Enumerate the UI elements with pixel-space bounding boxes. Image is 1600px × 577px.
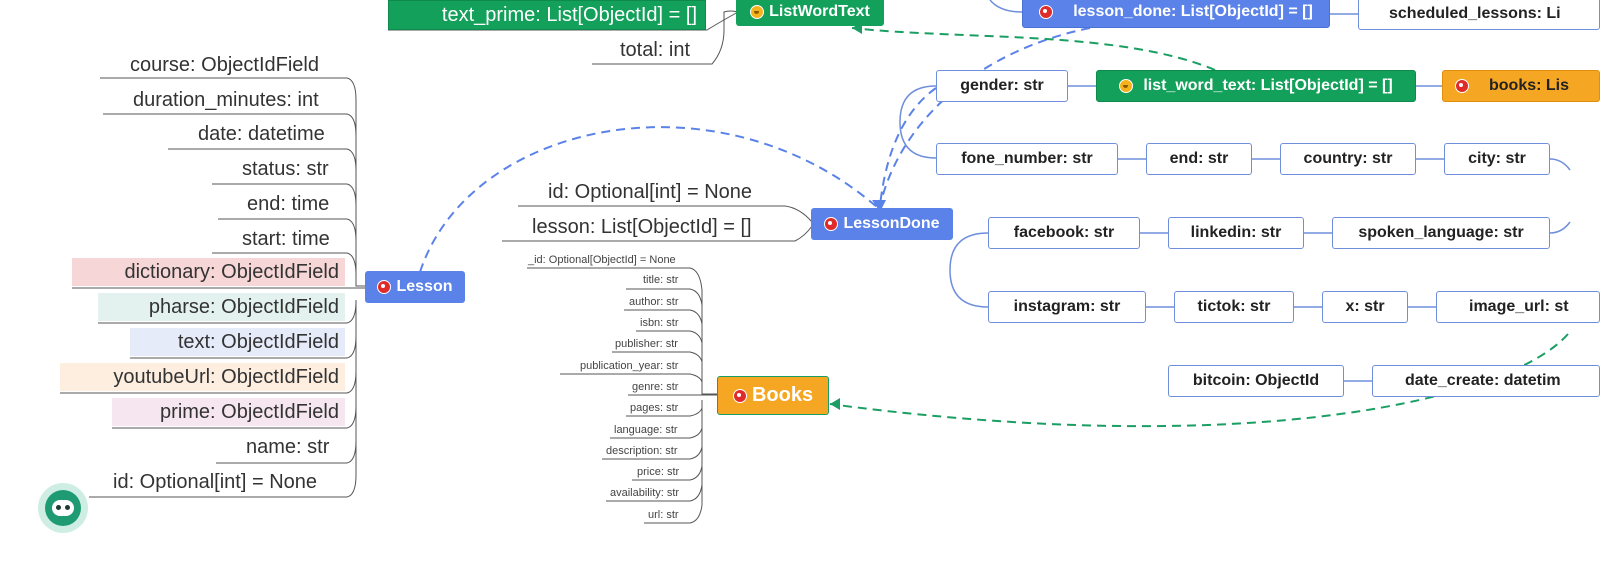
field-fone-number[interactable]: fone_number: str xyxy=(936,143,1118,175)
field-tictok-label: tictok: str xyxy=(1197,298,1271,315)
lesson-field-pharse[interactable]: pharse: ObjectIdField xyxy=(98,293,345,321)
node-lesson-label: Lesson xyxy=(396,278,453,295)
field-x[interactable]: x: str xyxy=(1322,291,1408,323)
field-scheduled-lessons[interactable]: scheduled_lessons: Li xyxy=(1358,0,1600,30)
books-field-url[interactable]: url: str xyxy=(648,509,679,521)
field-books-list-label: books: Lis xyxy=(1489,77,1570,94)
lesson-field-course[interactable]: course: ObjectIdField xyxy=(130,54,319,76)
field-spoken-language-label: spoken_language: str xyxy=(1358,224,1524,241)
lesson-field-end[interactable]: end: time xyxy=(247,193,330,215)
field-tictok[interactable]: tictok: str xyxy=(1174,291,1294,323)
books-field-language[interactable]: language: str xyxy=(614,424,678,436)
books-field-pages[interactable]: pages: str xyxy=(630,402,679,414)
field-lesson-done-list[interactable]: lesson_done: List[ObjectId] = [] xyxy=(1022,0,1330,28)
field-linkedin-label: linkedin: str xyxy=(1190,224,1282,241)
field-linkedin[interactable]: linkedin: str xyxy=(1168,217,1304,249)
books-field-publisher[interactable]: publisher: str xyxy=(615,338,678,350)
books-field-genre[interactable]: genre: str xyxy=(632,381,679,393)
bot-face-icon xyxy=(52,500,74,516)
books-field-description[interactable]: description: str xyxy=(606,445,678,457)
field-bitcoin-label: bitcoin: ObjectId xyxy=(1192,372,1320,389)
node-books-label: Books xyxy=(751,384,814,406)
field-instagram-label: instagram: str xyxy=(1013,298,1121,315)
books-field-publication-year[interactable]: publication_year: str xyxy=(580,360,679,372)
field-books-list[interactable]: books: Lis xyxy=(1442,70,1600,102)
star-icon xyxy=(1455,79,1469,93)
lesson-field-prime[interactable]: prime: ObjectIdField xyxy=(112,398,345,426)
lesson-done-field-id[interactable]: id: Optional[int] = None xyxy=(548,181,753,203)
node-list-word-text[interactable]: ListWordText xyxy=(736,0,884,26)
field-instagram[interactable]: instagram: str xyxy=(988,291,1146,323)
lesson-field-text[interactable]: text: ObjectIdField xyxy=(130,328,345,356)
field-image-url[interactable]: image_url: st xyxy=(1436,291,1600,323)
star-icon xyxy=(732,388,747,403)
node-list-word-text-label: ListWordText xyxy=(769,3,870,20)
assistant-bot-icon xyxy=(45,490,81,526)
field-lesson-done-list-label: lesson_done: List[ObjectId] = [] xyxy=(1073,3,1313,20)
field-text-prime[interactable]: text_prime: List[ObjectId] = [] xyxy=(388,0,706,30)
node-lesson-done[interactable]: LessonDone xyxy=(811,208,953,240)
field-scheduled-lessons-label: scheduled_lessons: Li xyxy=(1389,5,1561,22)
smiley-icon xyxy=(750,5,765,19)
lesson-field-name[interactable]: name: str xyxy=(246,436,330,458)
node-books[interactable]: Books xyxy=(717,376,829,415)
flag-icon xyxy=(377,280,392,294)
field-end[interactable]: end: str xyxy=(1146,143,1252,175)
node-lesson-done-label: LessonDone xyxy=(843,215,940,232)
lesson-field-id[interactable]: id: Optional[int] = None xyxy=(113,471,318,493)
field-date-create-label: date_create: datetim xyxy=(1405,372,1561,389)
books-field-price[interactable]: price: str xyxy=(637,466,680,478)
field-country[interactable]: country: str xyxy=(1280,143,1416,175)
lesson-field-youtube-url[interactable]: youtubeUrl: ObjectIdField xyxy=(60,363,345,391)
field-bitcoin[interactable]: bitcoin: ObjectId xyxy=(1168,365,1344,397)
field-fone-number-label: fone_number: str xyxy=(961,150,1093,167)
field-city-label: city: str xyxy=(1468,150,1526,167)
field-end-label: end: str xyxy=(1169,150,1229,167)
field-gender[interactable]: gender: str xyxy=(936,70,1068,102)
smiley-icon xyxy=(1119,79,1134,93)
field-text-prime-label: text_prime: List[ObjectId] = [] xyxy=(441,3,697,26)
field-list-word-text[interactable]: list_word_text: List[ObjectId] = [] xyxy=(1096,70,1416,102)
lesson-done-field-lesson[interactable]: lesson: List[ObjectId] = [] xyxy=(532,216,752,238)
flag-icon xyxy=(824,217,839,231)
node-lesson[interactable]: Lesson xyxy=(365,271,465,303)
lesson-field-date[interactable]: date: datetime xyxy=(198,123,325,145)
field-facebook-label: facebook: str xyxy=(1013,224,1115,241)
books-field-author[interactable]: author: str xyxy=(629,296,679,308)
lesson-field-duration[interactable]: duration_minutes: int xyxy=(133,89,319,111)
books-field-availability[interactable]: availability: str xyxy=(610,487,680,499)
books-field-isbn[interactable]: isbn: str xyxy=(640,317,679,329)
assistant-button[interactable] xyxy=(38,483,88,533)
field-image-url-label: image_url: st xyxy=(1469,298,1569,315)
field-spoken-language[interactable]: spoken_language: str xyxy=(1332,217,1550,249)
lesson-field-status[interactable]: status: str xyxy=(242,158,329,180)
books-field-id[interactable]: _id: Optional[ObjectId] = None xyxy=(528,254,676,266)
field-facebook[interactable]: facebook: str xyxy=(988,217,1140,249)
field-country-label: country: str xyxy=(1303,150,1393,167)
field-total[interactable]: total: int xyxy=(620,39,691,61)
books-field-title[interactable]: title: str xyxy=(643,274,679,286)
field-x-label: x: str xyxy=(1345,298,1385,315)
field-list-word-text-label: list_word_text: List[ObjectId] = [] xyxy=(1143,77,1393,94)
field-date-create[interactable]: date_create: datetim xyxy=(1372,365,1600,397)
lesson-field-start[interactable]: start: time xyxy=(242,228,330,250)
flag-icon xyxy=(1039,5,1054,19)
lesson-field-dictionary[interactable]: dictionary: ObjectIdField xyxy=(72,258,345,286)
field-city[interactable]: city: str xyxy=(1444,143,1550,175)
field-gender-label: gender: str xyxy=(960,77,1044,94)
